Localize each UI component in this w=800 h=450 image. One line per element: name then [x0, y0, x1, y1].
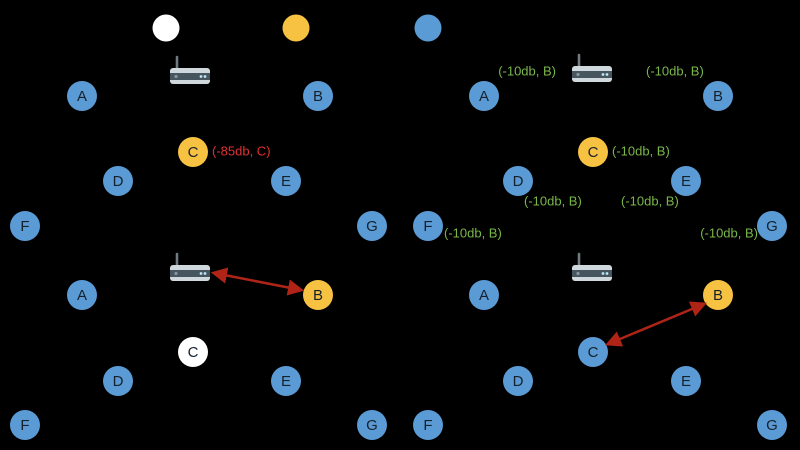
node-label: E [680, 172, 691, 190]
wifi-router-glyph [572, 53, 612, 82]
wifi-router-icon [569, 53, 615, 91]
node-label: A [76, 87, 87, 105]
legend-dot-blue [414, 14, 442, 42]
node-label: A [478, 87, 489, 105]
node-g: G [357, 211, 387, 241]
node-g: G [757, 410, 787, 440]
signal-annotation: (-10db, B) [646, 63, 704, 79]
node-label: D [512, 372, 524, 390]
signal-annotation: (-85db, C) [212, 143, 271, 159]
node-g: G [357, 410, 387, 440]
node-f: F [10, 211, 40, 241]
node-d: D [503, 166, 533, 196]
node-label: E [280, 372, 291, 390]
node-label: C [187, 143, 199, 161]
node-d: D [103, 166, 133, 196]
node-label: A [76, 286, 87, 304]
node-a: A [67, 81, 97, 111]
node-label: F [20, 217, 30, 235]
node-label: C [587, 343, 599, 361]
node-label: B [312, 286, 323, 304]
node-c: C [178, 137, 208, 167]
node-f: F [413, 211, 443, 241]
signal-annotation: (-10db, B) [444, 225, 502, 241]
signal-arrow [605, 301, 707, 347]
signal-annotation: (-10db, B) [621, 193, 679, 209]
wifi-router-icon [569, 252, 615, 290]
node-f: F [10, 410, 40, 440]
node-label: D [112, 372, 124, 390]
node-label: F [423, 416, 433, 434]
node-label: G [766, 217, 778, 235]
node-b: B [703, 280, 733, 310]
node-a: A [469, 280, 499, 310]
node-c: C [578, 137, 608, 167]
node-label: D [112, 172, 124, 190]
node-c: C [578, 337, 608, 367]
node-label: C [587, 143, 599, 161]
node-a: A [67, 280, 97, 310]
legend-dot-yellow [282, 14, 310, 42]
node-label: E [280, 172, 291, 190]
node-label: G [366, 217, 378, 235]
node-d: D [503, 366, 533, 396]
node-e: E [671, 366, 701, 396]
signal-annotation: (-10db, B) [700, 225, 758, 241]
wifi-router-icon [167, 252, 213, 290]
node-label: C [187, 343, 199, 361]
node-e: E [671, 166, 701, 196]
node-label: F [20, 416, 30, 434]
wifi-router-glyph [170, 55, 210, 84]
signal-annotation: (-10db, B) [524, 193, 582, 209]
node-label: B [712, 286, 723, 304]
wifi-router-glyph [572, 252, 612, 281]
legend-dot-white [152, 14, 180, 42]
node-label: D [512, 172, 524, 190]
node-e: E [271, 366, 301, 396]
node-label: B [712, 87, 723, 105]
node-b: B [703, 81, 733, 111]
node-e: E [271, 166, 301, 196]
signal-arrow [210, 267, 305, 296]
node-g: G [757, 211, 787, 241]
node-label: A [478, 286, 489, 304]
node-b: B [303, 81, 333, 111]
wifi-router-glyph [170, 252, 210, 281]
node-label: F [423, 217, 433, 235]
node-a: A [469, 81, 499, 111]
signal-annotation: (-10db, B) [612, 143, 670, 159]
wifi-router-icon [167, 55, 213, 93]
node-label: E [680, 372, 691, 390]
node-c: C [178, 337, 208, 367]
node-d: D [103, 366, 133, 396]
node-f: F [413, 410, 443, 440]
node-label: G [366, 416, 378, 434]
node-b: B [303, 280, 333, 310]
node-label: B [312, 87, 323, 105]
node-label: G [766, 416, 778, 434]
signal-annotation: (-10db, B) [498, 63, 556, 79]
